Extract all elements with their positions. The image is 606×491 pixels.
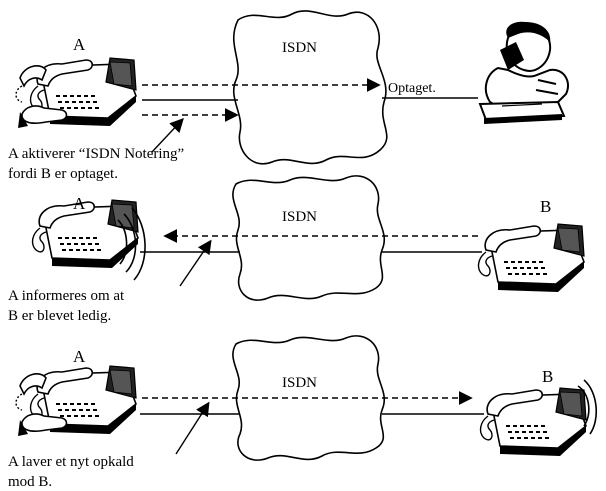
ringing-icon	[117, 207, 146, 281]
caption-pointer-2	[179, 239, 212, 287]
isdn-cloud-3	[232, 335, 385, 461]
caption-line: B er blevet ledig.	[8, 308, 111, 324]
isdn-cloud-1	[233, 10, 388, 165]
callee-phone-icon	[479, 387, 587, 457]
caller-label: A	[73, 347, 86, 366]
caller-label: A	[73, 35, 86, 54]
caption-line: mod B.	[8, 474, 52, 490]
network-label: ISDN	[282, 209, 317, 225]
callee-phone-icon	[477, 223, 585, 293]
callee-status: Optaget.	[388, 81, 436, 96]
caption-line: A laver et nyt opkald	[8, 454, 134, 470]
isdn-cloud-2	[232, 175, 385, 301]
caption-pointer-1	[151, 117, 184, 153]
panel-callback: ISDN A B A laver et nyt opkald mod B.	[8, 335, 597, 490]
panel-request: ISDN A Optaget. A aktiverer “ISDN Noteri…	[8, 10, 569, 182]
ringing-icon	[577, 379, 597, 435]
panel-notify: ISDN A B A informeres om at B er blevet …	[8, 175, 585, 324]
network-label: ISDN	[282, 375, 317, 391]
callee-label: B	[542, 367, 553, 386]
caption-line: A aktiverer “ISDN Notering”	[8, 146, 184, 162]
callee-label: B	[540, 197, 551, 216]
caption-line: fordi B er optaget.	[8, 166, 118, 182]
caller-phone-icon	[16, 58, 136, 128]
network-label: ISDN	[282, 40, 317, 56]
busy-person-icon	[478, 21, 569, 124]
caption-pointer-3	[175, 401, 210, 455]
caption-line: A informeres om at	[8, 288, 125, 304]
caller-phone-icon	[16, 366, 136, 436]
caller-label: A	[73, 194, 86, 213]
